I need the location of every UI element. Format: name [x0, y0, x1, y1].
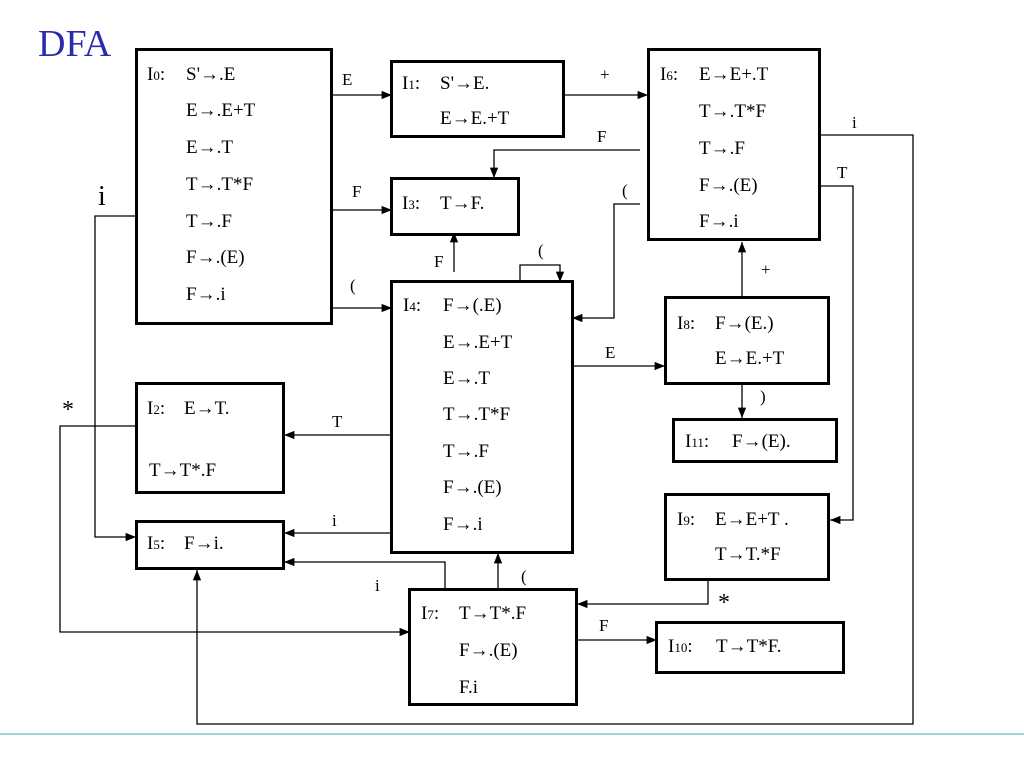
item: F→.(E)	[186, 247, 245, 268]
state-i4: I4: F→(.E) E→.E+T E→.T T→.T*F T→.F F→.(E…	[390, 280, 574, 554]
label-i8-i6: +	[761, 260, 771, 279]
edge-i9-i7	[577, 581, 709, 609]
item: F→(E).	[732, 431, 791, 452]
edge-i6-i3	[489, 149, 640, 178]
state-label: I5:	[147, 533, 166, 554]
item: T→.T*F	[443, 404, 511, 425]
edge-i7-i5	[284, 557, 446, 590]
item: E→.T	[443, 368, 490, 389]
item: T→T*F.	[716, 636, 782, 657]
state-i8: I8: F→(E.) E→E.+T	[664, 296, 830, 385]
label-i6-i9: T	[837, 163, 848, 182]
label-i6-i4: (	[622, 181, 628, 200]
state-label: I3:	[402, 193, 421, 214]
state-label: I2:	[147, 398, 166, 419]
label-i4-i2: T	[332, 412, 343, 431]
item: E→.T	[186, 137, 233, 158]
label-i4-i3: F	[434, 252, 443, 271]
state-label: I8:	[677, 313, 696, 334]
state-i0: I0: S'→.E E→.E+T E→.T T→.T*F T→.F F→.(E)…	[135, 48, 333, 325]
state-label: I6:	[660, 64, 679, 85]
label-i0-i5: i	[98, 181, 106, 212]
label-i2-i7: *	[62, 397, 74, 423]
item: T→.F	[443, 441, 489, 462]
label-i0-i1: E	[342, 70, 352, 89]
item: F→(.E)	[443, 295, 502, 316]
item: T→T*.F	[459, 603, 527, 624]
label-i4-i5: i	[332, 511, 337, 530]
item: F→.(E)	[443, 477, 502, 498]
item: F→.i	[443, 514, 483, 535]
item: T→.T*F	[699, 101, 767, 122]
item: T→.F	[186, 211, 232, 232]
state-label: I7:	[421, 603, 440, 624]
footer-divider	[0, 733, 1024, 735]
item: E→E+.T	[699, 64, 769, 85]
edge-i6-i9	[819, 185, 854, 525]
item: T→T.*F	[715, 544, 781, 565]
item: F→.i	[186, 284, 226, 305]
item: E→.E+T	[443, 332, 513, 353]
label-i7-i5: i	[375, 576, 380, 595]
state-i7: I7: T→T*.F F→.(E) F.i	[408, 588, 578, 706]
state-i10: I10: T→T*F.	[655, 621, 845, 674]
state-i6: I6: E→E+.T T→.T*F T→.F F→.(E) F→.i	[647, 48, 821, 241]
item: E→E.+T	[715, 348, 785, 369]
state-label: I4:	[403, 295, 422, 316]
item: S'→E.	[440, 73, 490, 94]
state-label: I9:	[677, 509, 696, 530]
item: E→E+T .	[715, 509, 789, 530]
label-i9-i7: *	[718, 590, 730, 616]
edge-i4-i4	[519, 264, 565, 282]
item: T→.F	[699, 138, 745, 159]
item: F→.i	[699, 211, 739, 232]
state-i3: I3: T→F.	[390, 177, 520, 236]
state-label: I11:	[685, 431, 710, 452]
item: S'→.E	[186, 64, 236, 85]
state-label: I1:	[402, 73, 421, 94]
state-i11: I11: F→(E).	[672, 418, 838, 463]
edge-i2-i7	[59, 425, 410, 637]
label-i0-i3: F	[352, 182, 361, 201]
label-i6-i3: F	[597, 127, 606, 146]
item: T→T*.F	[149, 460, 217, 481]
label-i0-i4: (	[350, 276, 356, 295]
item: F→.(E)	[459, 640, 518, 661]
edge-i6-i4	[572, 203, 640, 323]
item: F→(E.)	[715, 313, 774, 334]
edge-i0-i5	[94, 215, 136, 542]
label-i8-i11: )	[760, 387, 766, 406]
page-title: DFA	[38, 23, 112, 65]
label-i4-i8: E	[605, 343, 615, 362]
label-i1-i6: +	[600, 65, 610, 84]
label-i7-i4: (	[521, 567, 527, 586]
item: T→.T*F	[186, 174, 254, 195]
item: E→T.	[184, 398, 230, 419]
state-i9: I9: E→E+T . T→T.*F	[664, 493, 830, 581]
edge-i6-i5	[192, 134, 914, 725]
state-i2: I2: E→T. T→T*.F	[135, 382, 285, 494]
item: T→F.	[440, 193, 485, 214]
label-i7-i10: F	[599, 616, 608, 635]
state-label: I10:	[668, 636, 693, 657]
item: F→i.	[184, 533, 224, 554]
item: E→.E+T	[186, 100, 256, 121]
state-label: I0:	[147, 64, 166, 85]
item: F.i	[459, 677, 479, 698]
label-i4-i4: (	[538, 241, 544, 260]
item: F→.(E)	[699, 175, 758, 196]
state-i1: I1: S'→E. E→E.+T	[390, 60, 565, 138]
item: E→E.+T	[440, 108, 510, 129]
state-i5: I5: F→i.	[135, 520, 285, 570]
label-i6-i5: i	[852, 113, 857, 132]
